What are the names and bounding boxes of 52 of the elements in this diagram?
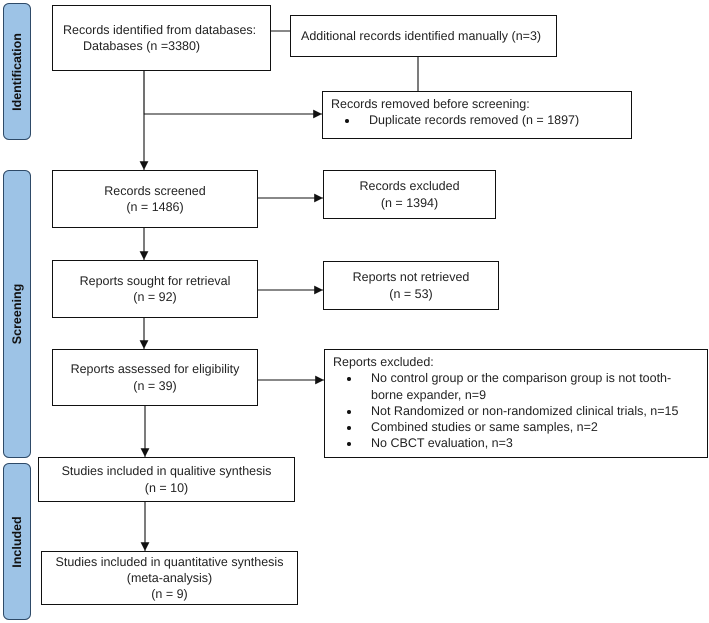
process-box — [41, 551, 298, 605]
section-label: Included — [8, 516, 25, 568]
process-box — [290, 15, 557, 57]
process-box — [323, 170, 496, 219]
box-text: (meta-analysis) — [126, 570, 212, 586]
process-box — [52, 170, 258, 228]
box-text: Reports not retrieved — [352, 269, 470, 286]
arrow — [140, 318, 148, 349]
process-box — [38, 457, 295, 502]
box-text: Studies included in qualitive synthesis — [62, 463, 272, 480]
process-box — [52, 260, 258, 318]
box-text: Additional records identified manually (n=3) — [301, 28, 542, 44]
arrow — [140, 502, 150, 551]
box-heading: Records removed before screening: — [331, 96, 531, 112]
box-text: (n = 1394) — [380, 194, 438, 211]
section-band — [3, 170, 31, 458]
box-text: Reports sought for retrieval — [80, 272, 230, 289]
bullet-text: Not Randomized or non-randomized clinical trials, n=15 — [371, 404, 678, 418]
box-text: Records excluded — [359, 178, 460, 194]
arrow — [143, 71, 322, 118]
section-band — [3, 3, 31, 140]
process-box — [52, 349, 258, 406]
box-text: (n = 10) — [144, 480, 188, 496]
box-text: Studies included in quantitative synthesis — [56, 554, 284, 570]
section-label: Identification — [8, 32, 25, 110]
box-heading: Reports excluded: — [333, 354, 435, 370]
box-heading: Records identified from databases: — [63, 22, 258, 38]
arrow — [258, 376, 324, 384]
process-box — [323, 261, 499, 310]
section-label: Screening — [8, 284, 25, 344]
section-band — [3, 463, 31, 620]
process-box — [322, 91, 632, 139]
box-text: Reports assessed for eligibility — [70, 361, 240, 378]
box-text: (n = 1486) — [126, 199, 184, 216]
bullet-text: Combined studies or same samples, n=2 — [371, 420, 598, 434]
box-text: (n = 9) — [151, 586, 188, 602]
box-text: Records screened — [104, 182, 206, 199]
connector-line — [417, 57, 419, 91]
arrow — [258, 194, 323, 202]
process-box — [324, 349, 708, 458]
process-box — [52, 5, 271, 71]
connector-line — [271, 30, 290, 32]
box-text: (n = 39) — [133, 378, 177, 394]
count-text: Databases (n =3380) — [82, 38, 202, 54]
arrow — [258, 286, 323, 294]
box-text: (n = 53) — [389, 286, 433, 302]
bullet-text: Duplicate records removed (n = 1897) — [369, 113, 580, 128]
bullet-text: No control group or the comparison group is not tooth-borne expander, n=9 — [371, 371, 672, 402]
arrow — [140, 406, 150, 457]
arrow — [140, 228, 148, 260]
bullet-text: No CBCT evaluation, n=3 — [371, 436, 513, 450]
box-text: (n = 92) — [133, 289, 177, 306]
